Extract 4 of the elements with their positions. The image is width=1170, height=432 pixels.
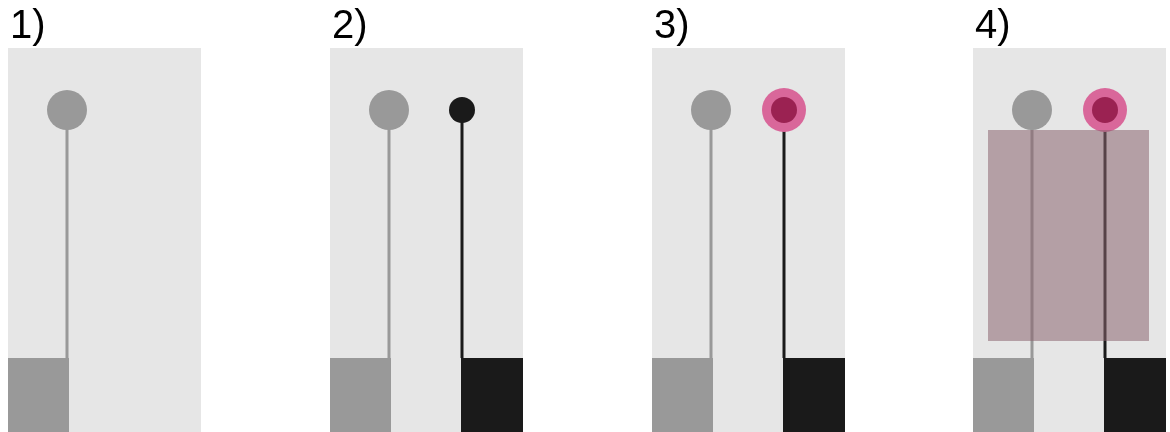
- panel-number: 2): [332, 2, 368, 46]
- panel-number: 1): [10, 2, 46, 46]
- panel-number: 4): [975, 2, 1011, 46]
- panel-number: 3): [654, 2, 690, 46]
